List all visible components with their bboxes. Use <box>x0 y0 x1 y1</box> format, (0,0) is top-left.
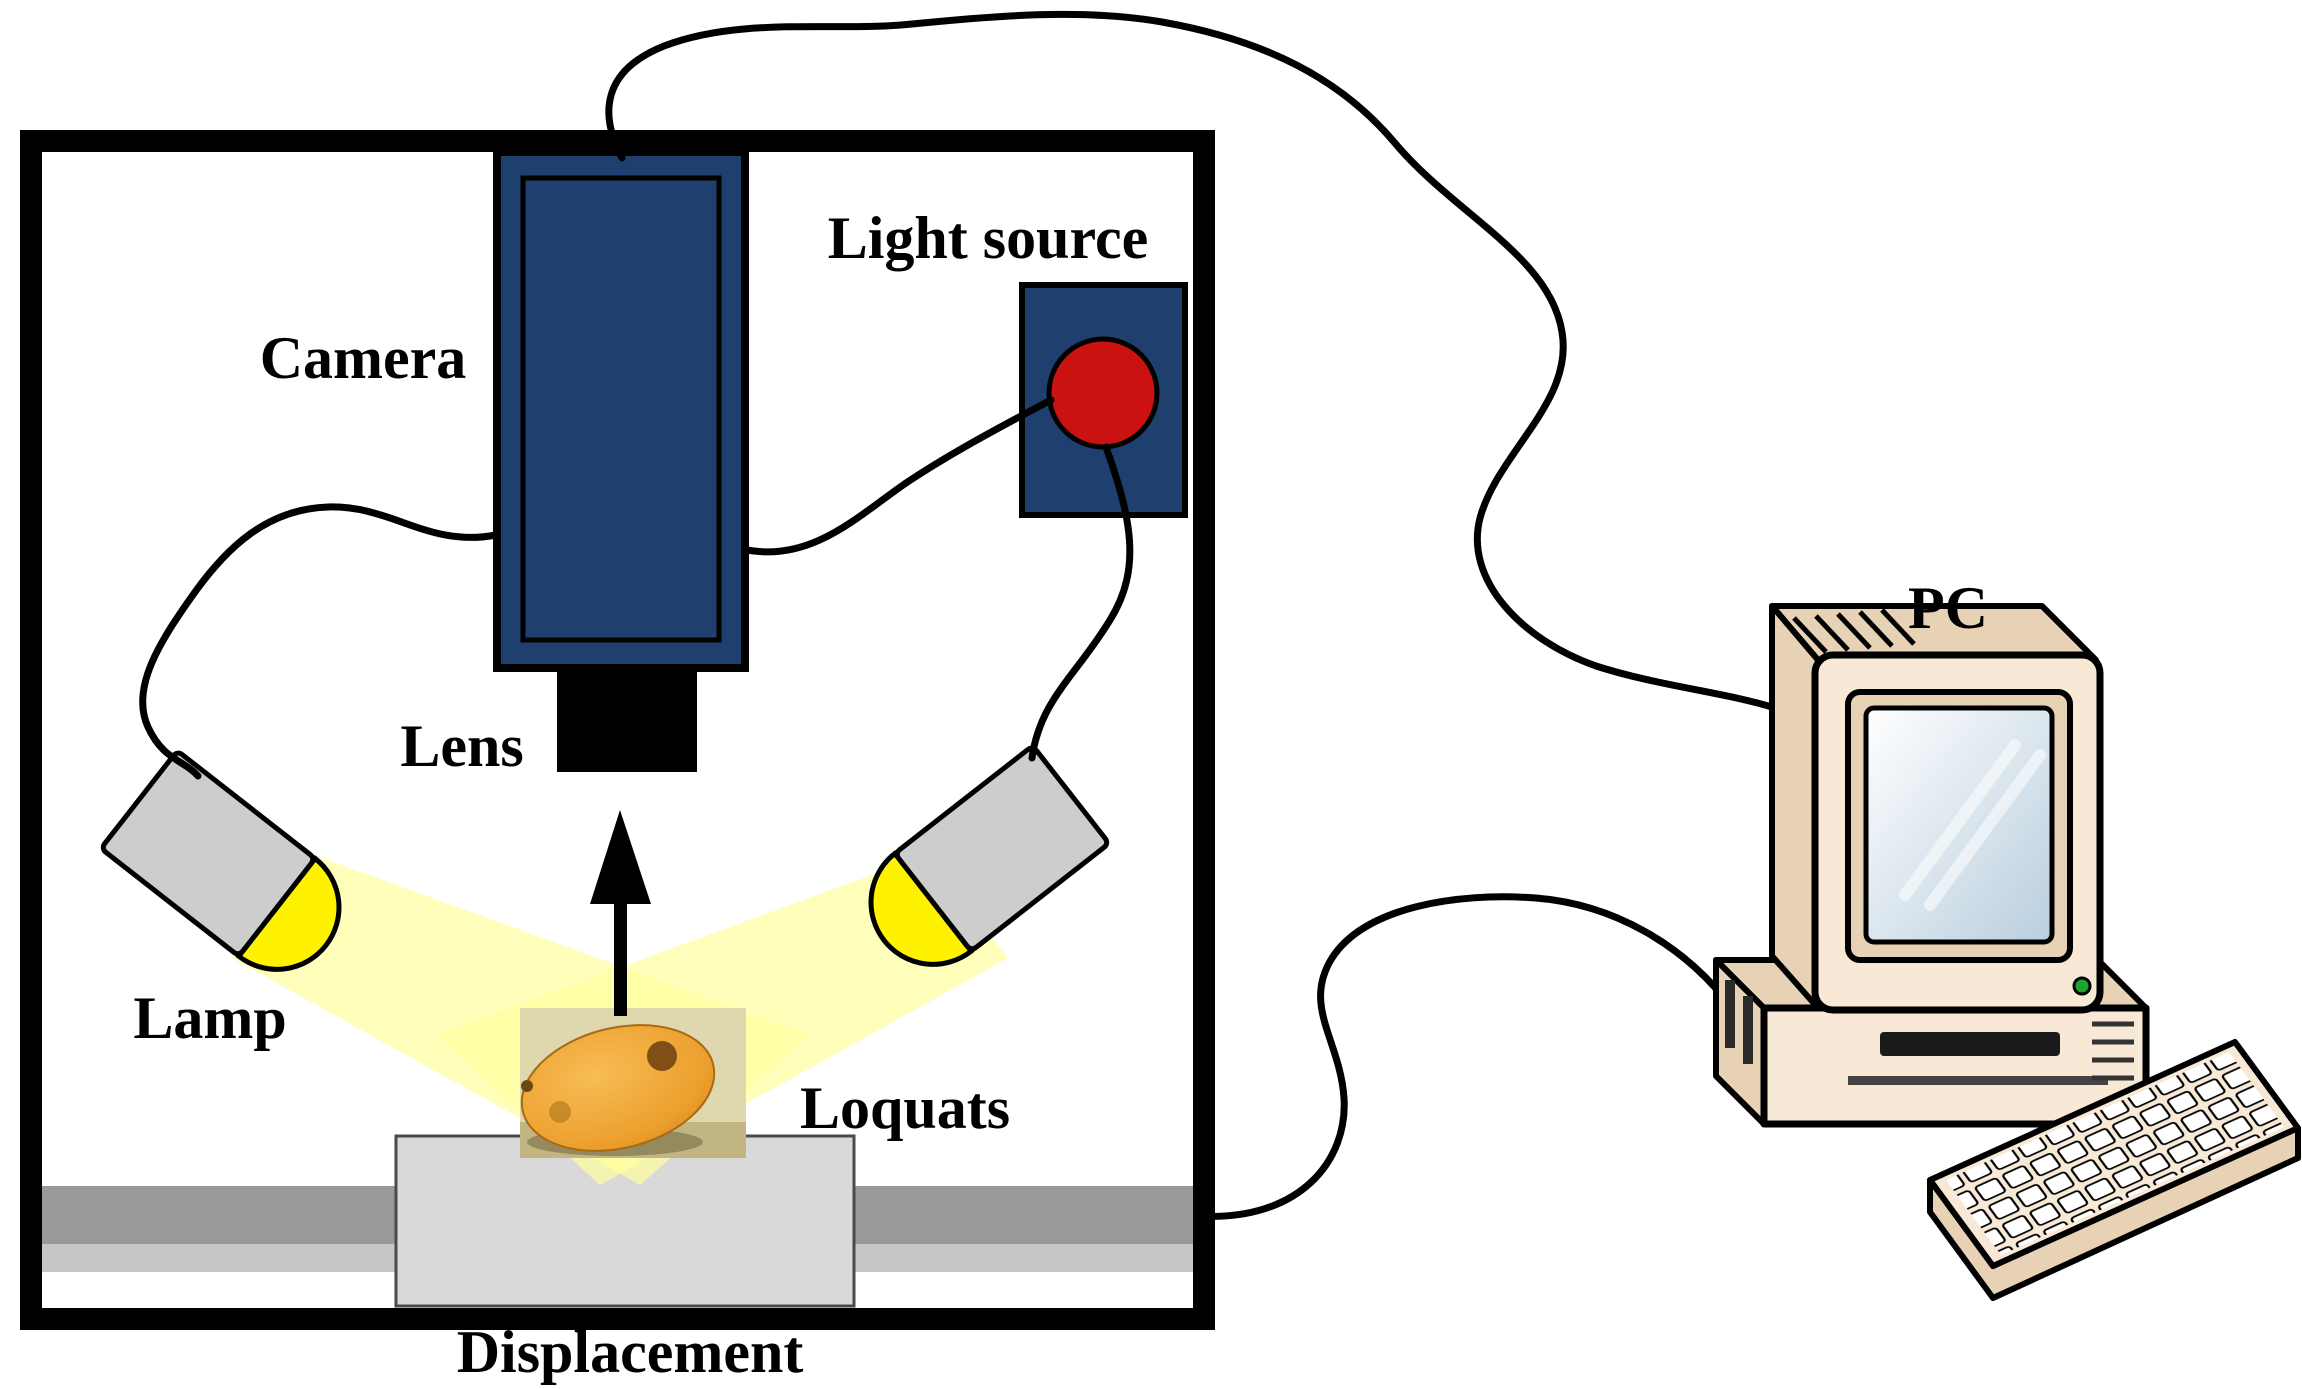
lamp-right <box>868 745 1110 967</box>
camera-body-inner-line <box>520 175 722 643</box>
cable-to-right-lamp <box>1028 443 1134 762</box>
cable-to-left-lamp <box>139 503 500 780</box>
monitor-screen-glare <box>1899 739 2046 911</box>
up-arrow <box>590 810 651 1016</box>
pc-case-side-vent-2 <box>1743 996 1753 1064</box>
up-arrow-head <box>590 810 651 904</box>
lamp-left <box>100 750 342 972</box>
lamp-left-body <box>100 750 316 957</box>
lens-label: Lens <box>400 713 523 779</box>
camera-device <box>493 148 749 672</box>
camera-label: Camera <box>260 325 467 391</box>
lens-device <box>557 668 697 772</box>
pc-case-front-face <box>1760 1004 2150 1128</box>
camera-body <box>493 148 749 672</box>
pc-illustration <box>1713 603 2301 1301</box>
cable-camera-to-pc <box>605 10 1779 712</box>
loquat-spot <box>647 1041 677 1071</box>
monitor-vent-hatch <box>1792 608 1916 654</box>
loquat-photo <box>520 1008 746 1158</box>
monitor-side-face <box>1769 603 1821 1011</box>
lamp-right-body <box>894 745 1110 952</box>
cable-camera-to-light-source <box>743 396 1055 556</box>
loquats-label: Loquats <box>800 1075 1010 1141</box>
up-arrow-shaft <box>614 898 627 1016</box>
pc-label: PC <box>1908 575 1988 641</box>
pc-monitor <box>1769 603 2104 1014</box>
loquat-blemish <box>549 1101 571 1123</box>
lamp-right-bulb <box>868 849 975 967</box>
pc-keyboard <box>1927 1039 2301 1301</box>
monitor-power-led <box>2072 976 2092 996</box>
cables <box>139 10 1779 1220</box>
lamp-left-bulb <box>235 854 342 972</box>
lamp-label: Lamp <box>133 985 286 1051</box>
pc-front-vent-lines <box>2092 1021 2134 1081</box>
pc-case-side-vent-1 <box>1725 980 1735 1048</box>
pc-floppy-slot <box>1880 1032 2060 1056</box>
loquat-stem-tip <box>521 1080 533 1092</box>
keyboard-keys <box>1946 1052 2284 1255</box>
cable-displacement-to-pc <box>1194 893 1736 1220</box>
light-source-indicator <box>1046 336 1160 450</box>
pc-front-groove <box>1848 1076 2108 1085</box>
light-source-label: Light source <box>828 205 1149 271</box>
displacement-label: Displacement <box>457 1319 804 1385</box>
